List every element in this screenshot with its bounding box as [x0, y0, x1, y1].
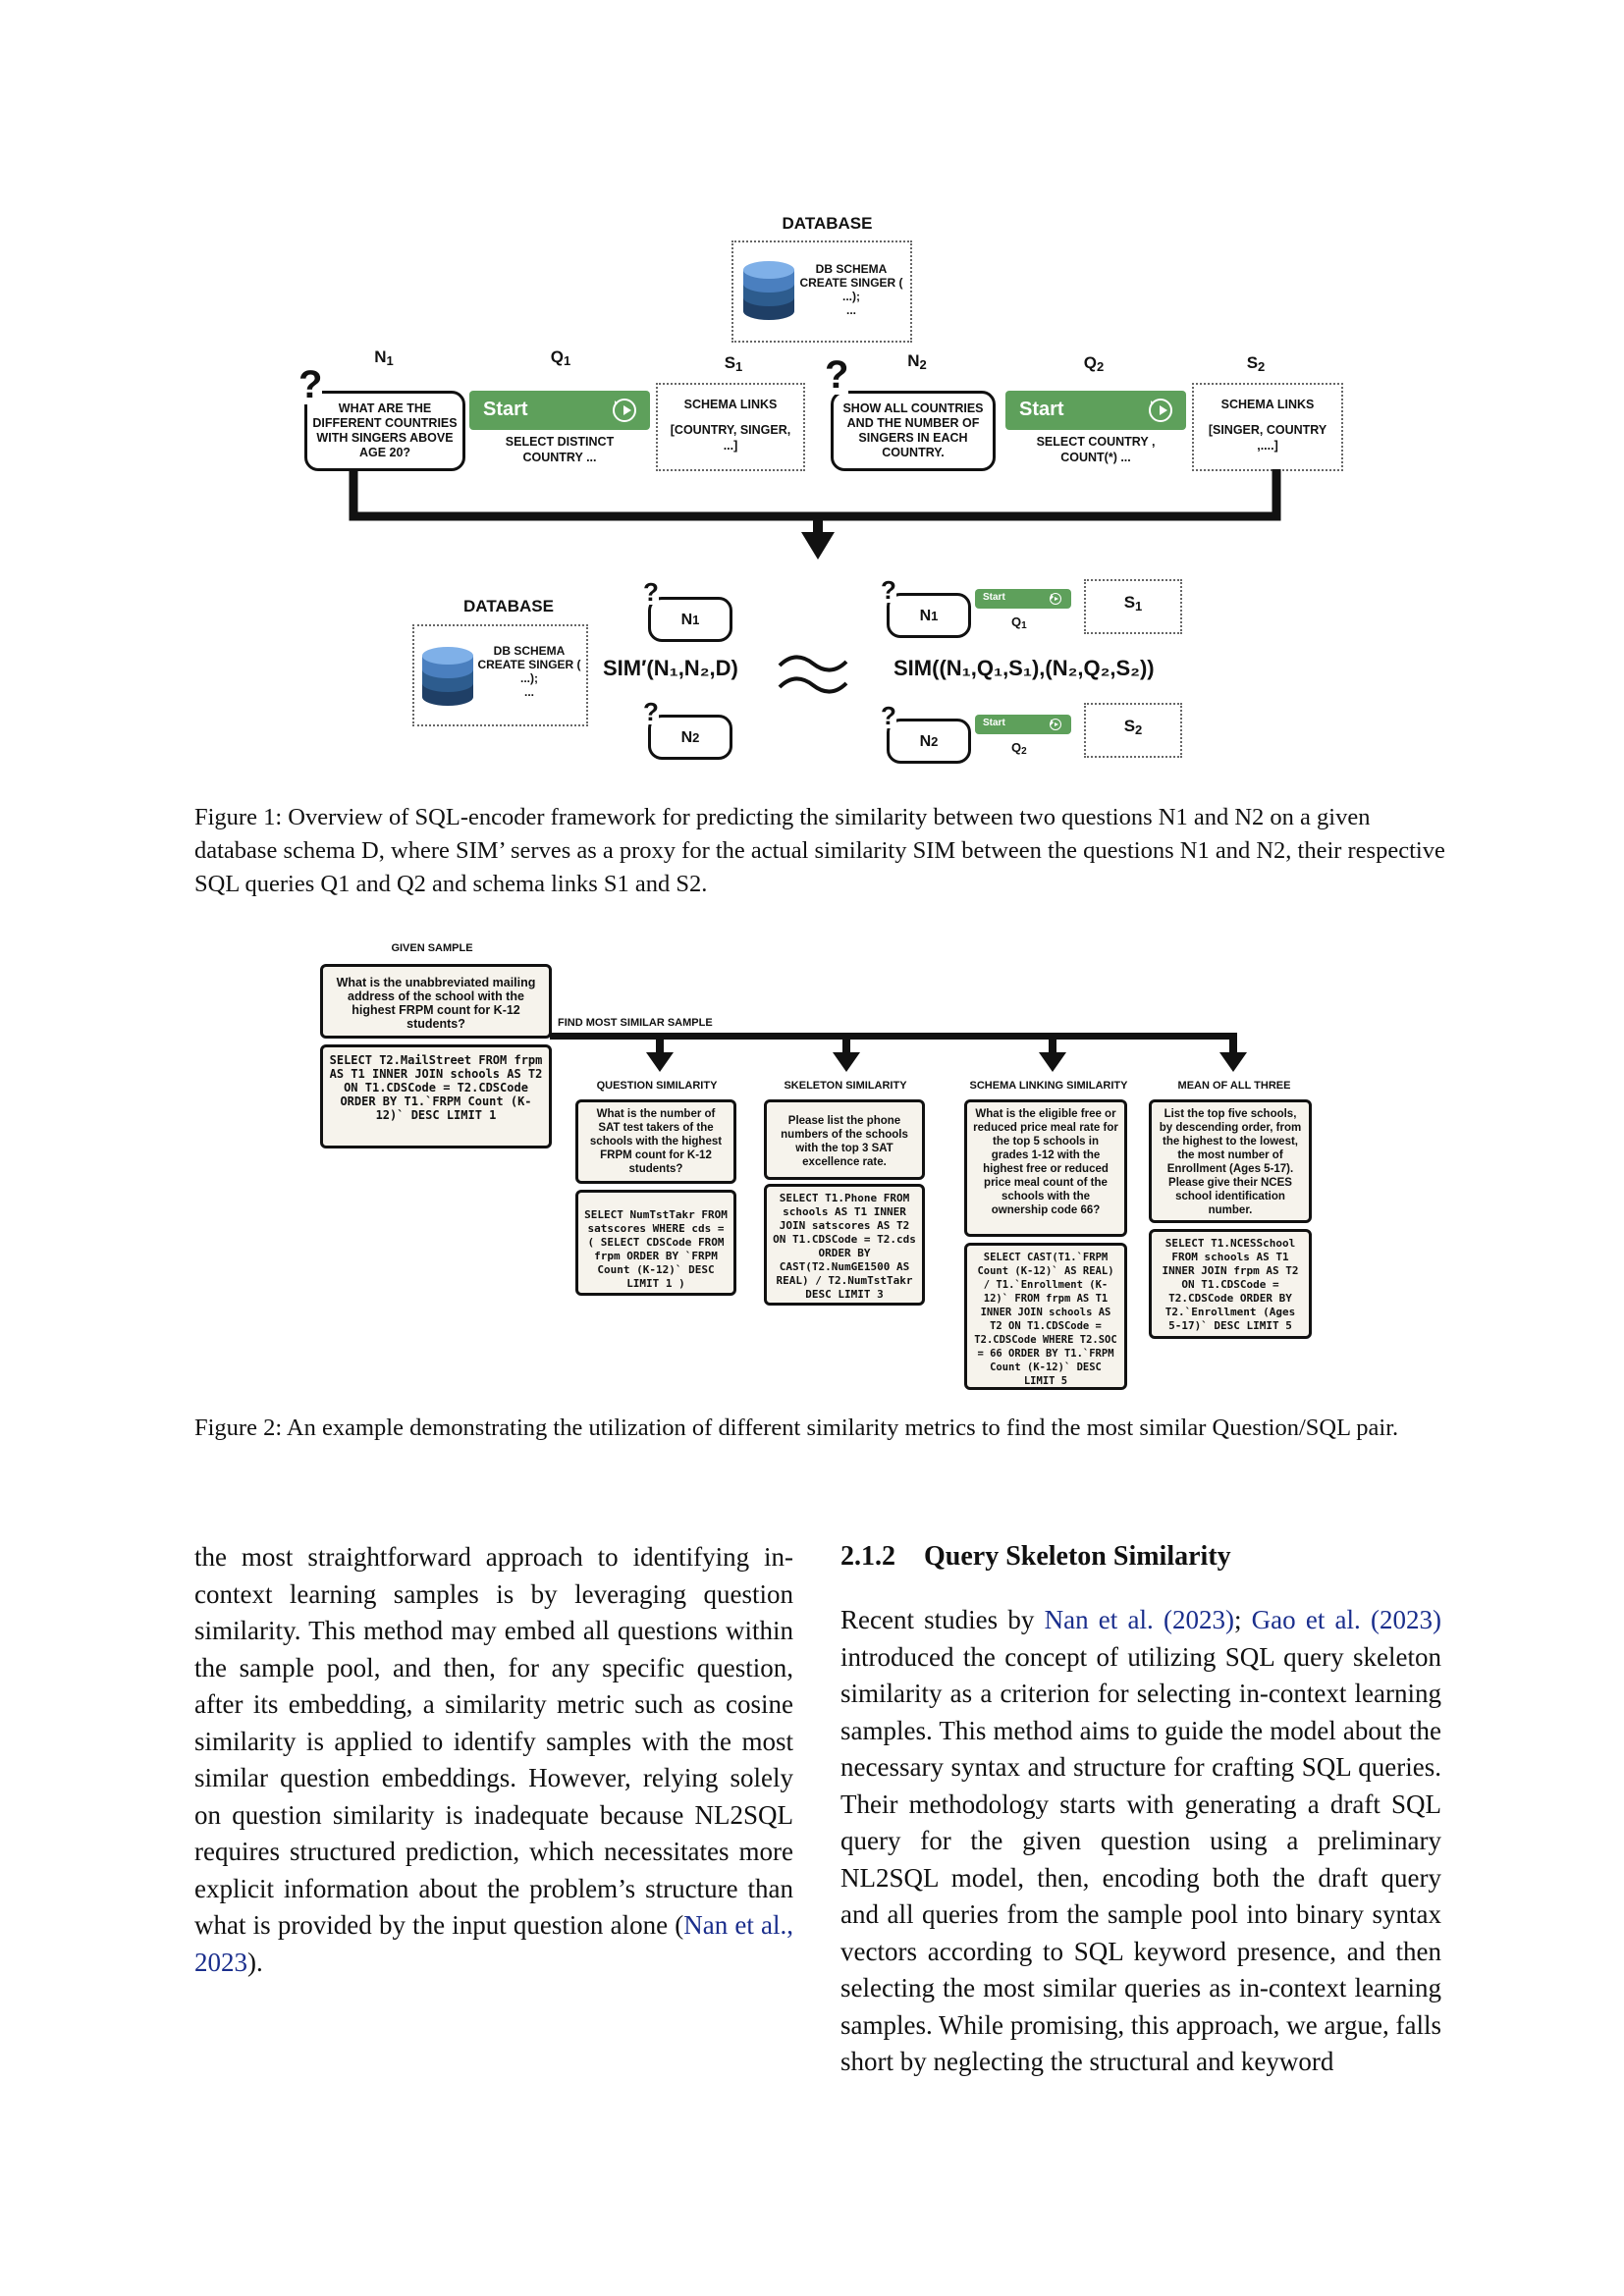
column-label: QUESTION SIMILARITY — [596, 1080, 718, 1092]
given-question-box: What is the unabbreviated mailing addres… — [320, 964, 552, 1039]
section-number: 2.1.2 — [840, 1541, 895, 1572]
citation-link[interactable]: Nan et al., 2023 — [194, 1910, 793, 1977]
citation-link[interactable]: Gao et al. (2023) — [1251, 1605, 1441, 1634]
column-label: SCHEMA LINKING SIMILARITY — [969, 1080, 1128, 1092]
s1-mini-box: S1 — [1084, 579, 1182, 634]
column-question-box: List the top five schools, by descending… — [1149, 1099, 1312, 1223]
q1-mini-label: Q1 — [1011, 614, 1027, 631]
db-schema-line: CREATE SINGER ( — [799, 276, 903, 290]
database-label: DATABASE — [782, 214, 873, 233]
n1-label: N1 — [374, 347, 394, 368]
schema-1-text: [COUNTRY, SINGER, ...] — [670, 423, 791, 453]
schema-links-label: SCHEMA LINKS — [1220, 398, 1315, 411]
question-2-text: SHOW ALL COUNTRIES AND THE NUMBER OF SIN… — [842, 401, 984, 459]
db-schema-line: CREATE SINGER ( — [477, 658, 581, 671]
citation-link[interactable]: Nan et al. (2023) — [1044, 1605, 1234, 1634]
sim-label: SIM((N₁,Q₁,S₁),(N₂,Q₂,S₂)) — [893, 656, 1155, 680]
database-icon — [422, 647, 473, 706]
figure-2-caption: Figure 2: An example demonstrating the u… — [194, 1415, 1399, 1441]
play-icon — [1050, 719, 1061, 730]
db-schema-line: ...); — [842, 290, 860, 303]
approx-icon — [778, 655, 848, 694]
s1-label: S1 — [724, 353, 743, 374]
column-sql-box: SELECT CAST(T1.`FRPM Count (K-12)` AS RE… — [964, 1243, 1127, 1390]
start-label: Start — [483, 399, 528, 420]
column-question-box: What is the number of SAT test takers of… — [575, 1099, 736, 1184]
start-label: Start — [983, 718, 1005, 728]
db-schema-line: DB SCHEMA — [815, 262, 888, 276]
section-title: Query Skeleton Similarity — [924, 1541, 1231, 1572]
column-sql-box: SELECT T1.Phone FROM schools AS T1 INNER… — [764, 1184, 925, 1306]
question-mark-icon: ? — [825, 353, 849, 397]
sim-prime-label: SIM′(N₁,N₂,D) — [603, 656, 738, 680]
db-schema-line: ...); — [520, 671, 538, 685]
question-mark-icon: ? — [643, 697, 659, 726]
question-mark-icon: ? — [643, 577, 659, 607]
q2-label: Q2 — [1083, 353, 1105, 374]
q2-mini-label: Q2 — [1011, 740, 1027, 757]
find-label: FIND MOST SIMILAR SAMPLE — [558, 1017, 713, 1029]
schema-2-text: [SINGER, COUNTRY ,....] — [1208, 423, 1327, 453]
find-arrows — [550, 1033, 1247, 1072]
db-schema-line: DB SCHEMA — [493, 644, 566, 658]
column-sql-box: SELECT T1.NCESSchool FROM schools AS T1 … — [1149, 1229, 1312, 1339]
column-sql-box: SELECT NumTstTakr FROM satscores WHERE c… — [575, 1190, 736, 1296]
figure-1-caption: Figure 1: Overview of SQL-encoder framew… — [194, 804, 1445, 897]
db-schema-line: ... — [523, 685, 534, 699]
given-sample-label: GIVEN SAMPLE — [391, 942, 473, 954]
schema-links-box-2: SCHEMA LINKS [SINGER, COUNTRY ,....] — [1192, 383, 1343, 471]
question-mark-icon: ? — [881, 701, 896, 730]
column-question-box: What is the eligible free or reduced pri… — [964, 1099, 1127, 1237]
left-column-text: the most straightforward approach to ide… — [194, 1542, 793, 1977]
right-column-text: Recent studies by Nan et al. (2023); Gao… — [840, 1605, 1441, 2076]
question-box-1: WHAT ARE THE DIFFERENT COUNTRIES WITH SI… — [304, 391, 465, 471]
given-question-text: What is the unabbreviated mailing addres… — [336, 976, 536, 1031]
question-mark-icon: ? — [298, 363, 323, 406]
start-bar-2: Start — [1005, 391, 1186, 430]
s2-label: S2 — [1246, 353, 1266, 374]
column-label: SKELETON SIMILARITY — [784, 1080, 907, 1092]
column-label: MEAN OF ALL THREE — [1177, 1080, 1291, 1092]
question-1-text: WHAT ARE THE DIFFERENT COUNTRIES WITH SI… — [312, 401, 458, 459]
sql-2-text: SELECT COUNTRY , COUNT(*) ... — [1036, 435, 1156, 464]
database-icon — [743, 261, 794, 320]
given-sql-text: SELECT T2.MailStreet FROM frpm AS T1 INN… — [329, 1053, 543, 1122]
play-icon — [1050, 593, 1061, 605]
section-heading: 2.1.2 Query Skeleton Similarity — [840, 1541, 1439, 1573]
start-mini-2: Start — [975, 715, 1071, 734]
start-bar-1: Start — [469, 391, 650, 430]
schema-links-label: SCHEMA LINKS — [683, 398, 778, 411]
question-mark-icon: ? — [881, 575, 896, 605]
n2-label: N2 — [907, 351, 927, 372]
start-label: Start — [1019, 399, 1064, 420]
play-icon — [613, 399, 636, 422]
database-label: DATABASE — [463, 597, 554, 615]
q1-label: Q1 — [550, 347, 571, 368]
start-label: Start — [983, 592, 1005, 603]
play-icon — [1149, 399, 1172, 422]
db-schema-line: ... — [845, 303, 856, 317]
s2-mini-box: S2 — [1084, 703, 1182, 758]
database-box: DB SCHEMA CREATE SINGER ( ...); ... — [731, 240, 912, 343]
merge-bracket — [349, 469, 1281, 560]
sql-1-text: SELECT DISTINCT COUNTRY ... — [505, 435, 615, 464]
database-box-bottom: DB SCHEMA CREATE SINGER ( ...); ... — [412, 624, 588, 726]
column-question-box: Please list the phone numbers of the sch… — [764, 1099, 925, 1180]
schema-links-box-1: SCHEMA LINKS [COUNTRY, SINGER, ...] — [656, 383, 805, 471]
question-box-2: SHOW ALL COUNTRIES AND THE NUMBER OF SIN… — [831, 391, 996, 471]
given-sql-box: SELECT T2.MailStreet FROM frpm AS T1 INN… — [320, 1044, 552, 1148]
start-mini-1: Start — [975, 589, 1071, 609]
